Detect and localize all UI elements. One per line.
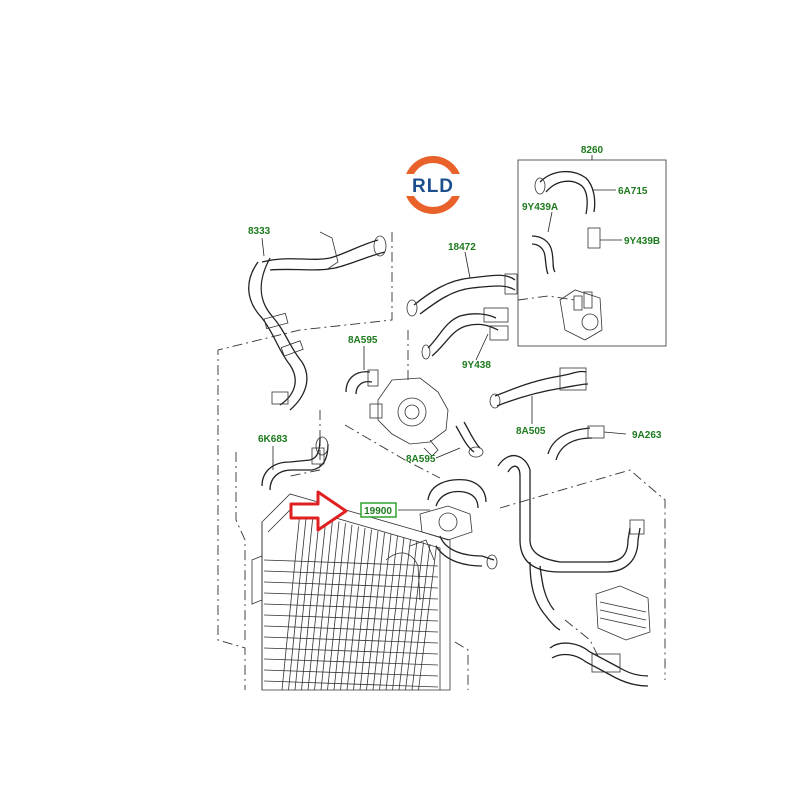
radiator-core-line	[263, 581, 439, 589]
radiator-core-line	[263, 647, 439, 655]
radiator	[251, 493, 451, 691]
radiator-core-line	[263, 669, 439, 677]
rld-logo: RLD	[400, 156, 466, 214]
leader-lines	[261, 189, 627, 511]
label-8A505: 8A505	[516, 426, 546, 437]
radiator-fin	[307, 518, 327, 691]
part-number-19900: 19900	[364, 506, 392, 517]
inset-parts	[531, 171, 603, 341]
radiator-fin	[288, 513, 307, 691]
radiator-fins	[263, 511, 439, 691]
hose-8333	[248, 231, 387, 411]
radiator-fin	[301, 516, 320, 691]
radiator-core-line	[263, 559, 439, 567]
radiator-core-line	[263, 603, 439, 611]
label-6K683: 6K683	[258, 434, 288, 445]
radiator-fin	[392, 539, 411, 691]
label-8333: 8333	[248, 226, 271, 237]
radiator-fin	[398, 540, 418, 691]
label-8A595-bottom: 8A595	[406, 454, 436, 465]
radiator-core-line	[263, 570, 439, 578]
radiator-core-line	[263, 625, 439, 633]
hose-bottom-right	[549, 642, 649, 687]
radiator-fin	[281, 511, 301, 691]
radiator-fin	[385, 537, 405, 691]
radiator-fin	[379, 535, 398, 691]
radiator-fin	[314, 519, 333, 691]
label-8A595-top: 8A595	[348, 335, 378, 346]
radiator-fin	[320, 521, 340, 691]
red-arrow	[289, 490, 348, 532]
radiator-fin	[366, 532, 385, 691]
label-18472: 18472	[448, 242, 476, 253]
label-9A263: 9A263	[632, 430, 662, 441]
part-labels: 8260 6A715 9Y439A 9Y439B 8333 18472 8A59…	[248, 145, 662, 465]
hose-6K683	[261, 436, 329, 491]
hose-18472	[406, 273, 518, 317]
radiator-fin	[418, 545, 437, 691]
radiator-fin	[340, 526, 359, 691]
logo-text: RLD	[412, 176, 454, 197]
hose-8A505	[489, 367, 589, 409]
radiator-fin	[359, 531, 379, 691]
radiator-core-line	[263, 636, 439, 644]
radiator-fin	[333, 524, 353, 691]
logo-band	[400, 174, 466, 196]
label-8260: 8260	[581, 145, 604, 156]
hose-9Y438	[421, 307, 509, 360]
label-9Y438: 9Y438	[462, 360, 491, 371]
label-9Y439B: 9Y439B	[624, 236, 660, 247]
construction-lines	[217, 232, 666, 690]
label-9Y439A: 9Y439A	[522, 202, 558, 213]
radiator-fin	[294, 515, 314, 691]
radiator-core-line	[263, 680, 439, 688]
radiator-fin	[405, 542, 424, 691]
hose-8A595-bottom	[455, 421, 484, 458]
radiator-fin	[353, 529, 372, 691]
radiator-fin	[411, 543, 431, 691]
label-6A715: 6A715	[618, 186, 648, 197]
hose-8A595-top	[345, 369, 379, 395]
radiator-core-line	[263, 592, 439, 600]
hose-9A263	[547, 425, 605, 461]
radiator-core-line	[263, 658, 439, 666]
part-19900	[419, 478, 498, 570]
oil-cooler	[595, 585, 651, 641]
highlight-box	[360, 502, 397, 518]
radiator-fin	[372, 534, 392, 691]
thermostat-housing	[369, 377, 449, 457]
pipe-lower	[497, 455, 645, 631]
radiator-core-line	[263, 614, 439, 622]
radiator-fin	[346, 527, 366, 691]
